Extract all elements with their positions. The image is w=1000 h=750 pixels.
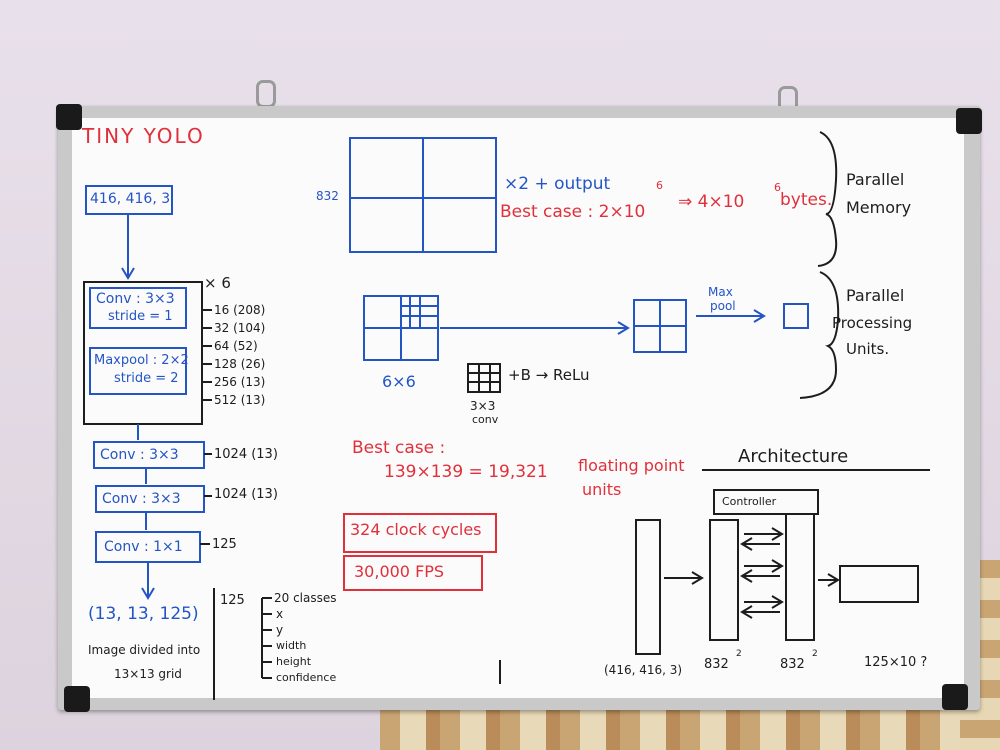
grid-note-1: Image divided into [88, 643, 201, 657]
maxpool-arrow-label-1: Max [708, 285, 733, 299]
arch-output-label: 125×10 ? [864, 655, 928, 670]
breakdown-height: height [276, 655, 312, 668]
floating-units-2: units [582, 480, 622, 499]
output-box [839, 565, 919, 603]
controller-label: Controller [722, 495, 777, 508]
corner-top-right [956, 108, 982, 134]
grid-note-2: 13×13 grid [114, 667, 182, 681]
best-case-equation: 139×139 = 19,321 [384, 462, 548, 482]
maxpool-box-outline [89, 347, 187, 395]
parallel-memory-2: Memory [846, 198, 912, 217]
repeat-block-outline [83, 281, 203, 425]
parallel-processing-2: Processing [832, 314, 913, 332]
kernel-label-2: conv [472, 413, 499, 426]
corner-bottom-right [942, 684, 968, 710]
conv3-note: 1024 (13) [214, 487, 278, 502]
memory-bank-2 [785, 513, 815, 641]
corner-top-left [56, 104, 82, 130]
filter-6: 512 (13) [214, 393, 266, 407]
best-case-memory: Best case : 2×10 [500, 202, 646, 222]
output-shape: (13, 13, 125) [88, 604, 199, 624]
whiteboard-surface [72, 118, 964, 698]
arch-mem1-label: 832 [704, 657, 729, 672]
conv2-label: Conv : 3×3 [100, 447, 179, 463]
architecture-title: Architecture [738, 446, 849, 467]
parallel-processing-1: Parallel [846, 286, 905, 305]
kernel-label-1: 3×3 [470, 399, 496, 413]
conv2-note: 1024 (13) [214, 447, 278, 462]
input-dimensions: 416, 416, 3 [90, 191, 171, 207]
fps-box-outline [343, 555, 483, 591]
arch-input-label: (416, 416, 3) [604, 663, 683, 677]
input-buffer [635, 519, 661, 655]
filter-2: 32 (104) [214, 321, 266, 335]
bytes-label: bytes. [780, 190, 833, 210]
controller-box-outline [713, 489, 819, 515]
exponent-2: 6 [774, 181, 781, 194]
arch-mem1-exp: 2 [736, 649, 742, 659]
parallel-memory-1: Parallel [846, 170, 905, 189]
maxpool-arrow-label-2: pool [710, 299, 736, 313]
floating-units-1: floating point [578, 456, 685, 475]
clock-cycles: 324 clock cycles [350, 520, 482, 539]
breakdown-confidence: confidence [276, 671, 337, 684]
memory-bank-1 [709, 519, 739, 641]
arch-mem2-exp: 2 [812, 649, 818, 659]
fps-label: 30,000 FPS [354, 562, 445, 581]
processing-brace [799, 271, 840, 399]
filter-4: 128 (26) [214, 357, 266, 371]
breakdown-x: x [276, 607, 284, 621]
filter-5: 256 (13) [214, 375, 266, 389]
memory-multiplier: ×2 + output [504, 174, 611, 194]
kernel-expression: +B → ReLu [508, 366, 590, 384]
breakdown-y: y [276, 623, 284, 637]
stride2-label: stride = 2 [114, 371, 179, 386]
conv3-box-outline [95, 485, 205, 513]
filter-1: 16 (208) [214, 303, 266, 317]
maxpool-label: Maxpool : 2×2 [94, 353, 189, 368]
memory-brace [817, 131, 838, 267]
pooled-cell [783, 303, 809, 329]
exponent-1: 6 [656, 179, 663, 192]
conv4-note: 125 [212, 537, 237, 552]
corner-bottom-left [64, 686, 90, 712]
grid-size-label: 6×6 [382, 372, 416, 391]
clock-box-outline [343, 513, 497, 553]
breakdown-width: width [276, 639, 307, 652]
conv-box-outline [89, 287, 187, 329]
best-case-title: Best case : [352, 438, 446, 458]
stride1-label: stride = 1 [108, 309, 173, 324]
arch-mem2-label: 832 [780, 657, 805, 672]
conv3-label: Conv : 3×3 [102, 491, 181, 507]
memory-side-label: 832 [316, 189, 339, 203]
breakdown-classes: 20 classes [274, 591, 337, 605]
repeat-count: × 6 [204, 274, 231, 292]
memory-bytes-arrow: ⇒ 4×10 [678, 192, 745, 212]
conv-label: Conv : 3×3 [96, 291, 175, 307]
arrow-head [121, 267, 135, 280]
breakdown-total: 125 [220, 593, 245, 608]
board-title: TINY YOLO [82, 124, 205, 148]
kernel-grid [467, 363, 501, 393]
parallel-processing-3: Units. [846, 340, 890, 358]
filter-3: 64 (52) [214, 339, 258, 353]
conv4-label: Conv : 1×1 [104, 539, 183, 555]
